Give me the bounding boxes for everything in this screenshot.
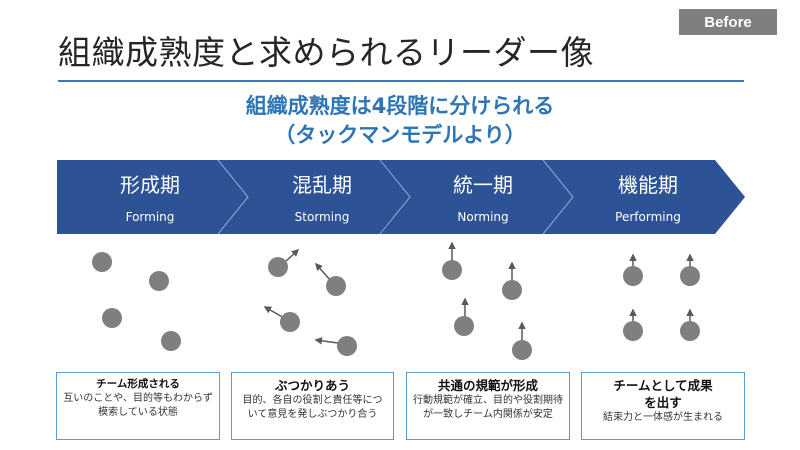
before-badge: Before	[679, 9, 777, 35]
norming-members	[442, 241, 532, 360]
stage-jp-label: 混乱期	[292, 173, 352, 197]
member-dot	[502, 280, 522, 300]
stage-en-label: Forming	[125, 210, 175, 224]
member-dot	[680, 321, 700, 341]
member-dot	[512, 340, 532, 360]
member-dot	[161, 331, 181, 351]
desc-heading: チーム形成される	[96, 378, 180, 390]
chevron-norming	[380, 160, 573, 234]
member-dot	[623, 266, 643, 286]
member-dot	[454, 316, 474, 336]
title-divider	[58, 80, 744, 82]
subtitle-line-2: （タックマンモデルより）	[274, 123, 526, 147]
stage-storming: 混乱期 Storming	[242, 172, 402, 225]
stage-performing: 機能期 Performing	[568, 172, 728, 225]
stage-jp-label: 機能期	[618, 173, 678, 197]
member-dot	[442, 260, 462, 280]
stage-en-label: Storming	[294, 210, 350, 224]
member-dot	[268, 257, 288, 277]
storming-members	[263, 248, 357, 356]
subtitle-line-1: 組織成熟度は4段階に分けられる	[245, 94, 555, 118]
member-dot	[102, 308, 122, 328]
member-dot	[623, 321, 643, 341]
member-dot	[326, 276, 346, 296]
desc-heading: チームとして成果を出す	[613, 378, 713, 410]
chevron-storming	[218, 160, 410, 234]
member-dot	[149, 271, 169, 291]
stage-forming: 形成期 Forming	[70, 172, 230, 225]
desc-heading: ぶつかりあう	[274, 378, 350, 393]
desc-box-storming: ぶつかりあう 目的、各自の役割と責任等について意見を発しぶつかり合う	[231, 372, 394, 440]
stage-jp-label: 統一期	[453, 173, 513, 197]
desc-box-forming: チーム形成される 互いのことや、目的等もわからず模索している状態	[56, 372, 220, 440]
desc-box-performing: チームとして成果を出す 結束力と一体感が生まれる	[581, 372, 745, 440]
member-dot	[337, 336, 357, 356]
stage-jp-label: 形成期	[120, 173, 180, 197]
forming-members	[92, 252, 181, 351]
chevron-performing	[543, 160, 745, 234]
stage-en-label: Norming	[457, 210, 509, 224]
member-dot	[680, 266, 700, 286]
desc-body: 結束力と一体感が生まれる	[603, 412, 723, 423]
performing-members	[623, 253, 700, 341]
desc-box-norming: 共通の規範が形成 行動規範が確立、目的や役割期待が一致しチーム内関係が安定	[406, 372, 570, 440]
stage-en-label: Performing	[615, 210, 681, 224]
stage-norming: 統一期 Norming	[403, 172, 563, 225]
member-dot	[280, 312, 300, 332]
desc-body: 目的、各自の役割と責任等について意見を発しぶつかり合う	[242, 395, 383, 420]
chevron-forming	[57, 160, 248, 234]
desc-heading: 共通の規範が形成	[437, 378, 538, 393]
member-dot	[92, 252, 112, 272]
desc-body: 行動規範が確立、目的や役割期待が一致しチーム内関係が安定	[413, 395, 563, 420]
desc-body: 互いのことや、目的等もわからず模索している状態	[63, 393, 213, 418]
page-title: 組織成熟度と求められるリーダー像	[58, 33, 594, 72]
